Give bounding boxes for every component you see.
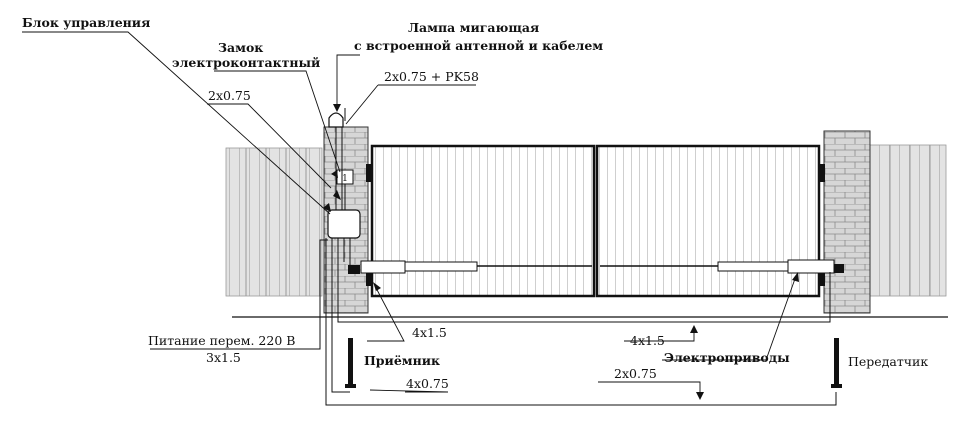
actuator-icon [600, 259, 844, 274]
power-line [150, 239, 328, 350]
fence-left [225, 147, 323, 297]
flashing-lamp-icon [328, 108, 346, 128]
label-lamp-line2: с встроенной антенной и кабелем [354, 38, 603, 53]
leader-lines [22, 31, 797, 397]
photocell-icon [345, 338, 356, 388]
label-control-unit: Блок управления [22, 15, 150, 30]
arrowheads [323, 104, 799, 400]
label-actuators: Электроприводы [664, 350, 790, 365]
hinge-right-top [819, 164, 825, 182]
photocell-icon [831, 338, 842, 388]
label-cable-lamp: 2x0.75 + PK58 [384, 69, 479, 84]
label-cable-lock: 2x0.75 [208, 88, 251, 103]
label-cable-motor-right: 4x1.5 [630, 333, 665, 348]
label-lock-line2: электроконтактный [172, 55, 320, 70]
pillar-right [823, 130, 871, 314]
label-receiver: Приёмник [364, 353, 440, 368]
label-cable-receiver: 4x0.75 [406, 376, 449, 391]
hinge-left-top [366, 164, 372, 182]
label-cable-motor-left: 4x1.5 [412, 325, 447, 340]
hinge-right-bottom [819, 270, 825, 286]
pillar-wiring [325, 127, 837, 406]
label-power-cable: 3x1.5 [206, 350, 241, 365]
lock-icon: 1 [336, 169, 354, 185]
label-lamp-line1: Лампа мигающая [408, 20, 539, 35]
actuator-icon [348, 260, 592, 274]
control-box-icon [327, 209, 361, 239]
gate-leaf-right [595, 144, 821, 298]
hinge-left-bottom [366, 270, 372, 286]
label-transmitter: Передатчик [848, 354, 928, 369]
lock-box-number: 1 [342, 174, 348, 184]
label-power: Питание перем. 220 В [148, 333, 295, 348]
fence-right [869, 144, 947, 297]
label-lock-line1: Замок [218, 40, 263, 55]
label-cable-transmitter: 2x0.75 [614, 366, 657, 381]
